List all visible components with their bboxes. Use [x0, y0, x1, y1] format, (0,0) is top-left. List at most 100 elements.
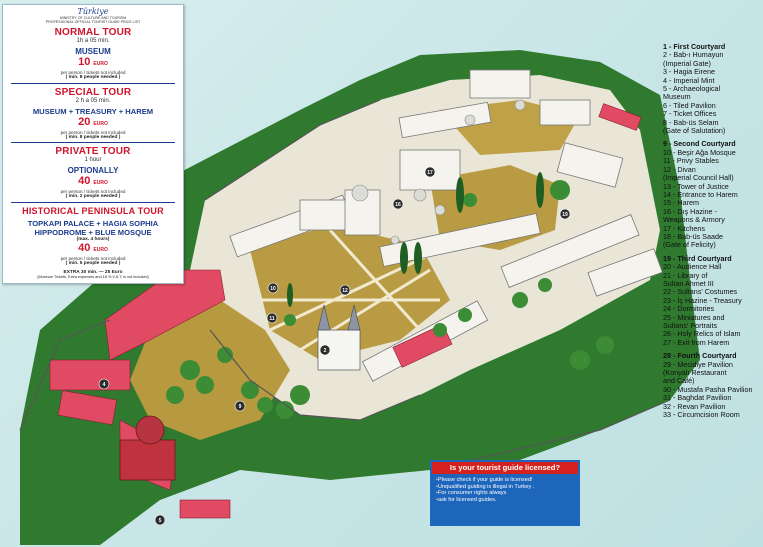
legend-item: 24 - Dormitories [663, 304, 715, 314]
treasury-label: MUSEUM + TREASURY + HAREM [32, 106, 154, 116]
legend-item: 23 - İç Hazine - Treasury [663, 295, 742, 305]
legend-item: 12 - Divan [663, 164, 696, 174]
marker-10-label: 10 [270, 286, 276, 292]
marker-19 [559, 208, 571, 220]
legend-item: 2 - Bab-ı Humayun [663, 50, 724, 60]
warning-line: For consumer rights always [436, 490, 534, 497]
optionally-need: ( min. 2 people needed ) [65, 194, 121, 199]
hagia-eirene [119, 415, 176, 481]
marker-16 [392, 198, 404, 210]
marker-4 [98, 378, 110, 390]
divider [11, 142, 175, 143]
optionally-label: OPTIONALLY [67, 166, 119, 175]
legend-item: (Konyalı Restaurant [663, 368, 727, 378]
museum-need: ( min. 8 people needed ) [65, 75, 121, 80]
legend-item: 10 - Beşir Ağa Mosque [663, 147, 736, 157]
legend-item: 7 - Ticket Offices [663, 109, 717, 119]
legend: 1 - First Courtyard 2 - Bab-ı Humayun (I… [663, 42, 763, 420]
legend-item: 11 - Privy Stables [663, 156, 719, 166]
legend-item: 14 - Entrance to Harem [663, 189, 738, 199]
legend-item: 26 - Holy Relics of Islam [663, 329, 741, 339]
special-tour-title: SPECIAL TOUR [54, 86, 132, 98]
normal-tour-title: NORMAL TOUR [54, 27, 132, 38]
legend-item: 13 - Tower of Justice [663, 181, 729, 191]
warning-line: Unqualified guiding is illegal in Turkey… [436, 484, 534, 491]
legend-item: 16 - Dış Hazine - [663, 206, 717, 216]
marker-9 [234, 400, 246, 412]
warning-line: ask for licensed guides. [436, 497, 534, 504]
marker-12 [339, 284, 351, 296]
legend-item: 32 - Revan Pavilion [663, 401, 726, 411]
legend-item: (Imperial Gate) [663, 58, 711, 68]
map-markers [98, 166, 571, 526]
legend-heading-first: 1 - First Courtyard [663, 42, 726, 51]
warning-line: Please check if your guide is licensed! [436, 477, 534, 484]
extra-time: EXTRA 30 min. — 25 Euro [63, 269, 123, 275]
historical-line-2: HIPPODROME + BLUE MOSQUE [34, 227, 152, 237]
legend-heading-third: 19 - Third Courtyard [663, 253, 732, 263]
normal-tour-duration: 1h a 05 min. [76, 38, 110, 44]
historical-need: ( min. 5 people needed ) [65, 261, 121, 266]
optionally-note: per person / tickets not included [60, 189, 126, 194]
legend-heading-fourth: 28 - Fourth Courtyard [663, 351, 737, 361]
marker-11 [266, 312, 278, 324]
divider [11, 201, 175, 203]
legend-item: 29 - Mecidiye Pavilion [663, 359, 733, 369]
museum-price: 10 EURO [78, 56, 108, 68]
legend-item: (Gate of Salutation) [663, 126, 726, 136]
optionally-price: 40 EURO [78, 175, 108, 187]
legend-item: 31 - Baghdat Pavilion [663, 393, 732, 403]
legend-item: Sultans' Portraits [663, 321, 718, 330]
legend-item: Museum [663, 92, 691, 102]
legend-item: 21 - Library of [663, 270, 708, 280]
marker-9-label: 9 [239, 404, 242, 410]
first-courtyard [130, 300, 290, 440]
treasury-need: ( min. 8 people needed ) [65, 134, 121, 140]
treasury-note: per person / tickets not included [60, 129, 126, 135]
ministry-logo: Türkiye [77, 7, 109, 16]
marker-11-label: 11 [269, 316, 275, 322]
treasury-price: 20 EURO [78, 115, 108, 128]
marker-12-label: 12 [342, 288, 348, 294]
historical-price: 40 EURO [78, 242, 108, 254]
licensed-guide-warning: Is your tourist guide licensed? Please c… [430, 460, 580, 526]
legend-item: 25 - Miniatures and [663, 312, 725, 322]
legend-item: 3 - Hagia Eirene [663, 67, 715, 77]
legend-item: 18 - Bab-üs Saade [663, 231, 723, 241]
legend-item: 33 - Circumcision Room [663, 410, 740, 420]
marker-4-label: 4 [103, 382, 106, 388]
divider [11, 82, 175, 84]
legend-item: 5 - Archaeological [663, 84, 721, 94]
marker-17-label: 17 [427, 170, 433, 176]
legend-item: 30 - Mustafa Pasha Pavilion [663, 384, 753, 394]
legend-item: 8 - Bab-üs Selam [663, 117, 719, 127]
legend-item: and Café) [663, 376, 695, 386]
museum-note: per person / tickets not included [60, 70, 126, 75]
marker-19-label: 19 [562, 212, 568, 218]
header-line-1: MINISTRY OF CULTURE AND TOURISM [59, 16, 127, 20]
private-tour-title: PRIVATE TOUR [55, 146, 131, 157]
marker-2 [319, 344, 331, 356]
marker-5-label: 5 [159, 518, 162, 524]
historical-duration: (max. 4 hours) [76, 236, 110, 242]
legend-item: Weapons & Armory [663, 215, 725, 225]
legend-item: 17 - Kitchens [663, 223, 705, 233]
marker-16-label: 16 [395, 202, 401, 208]
legend-item: 4 - Imperial Mint [663, 75, 715, 85]
museum-label: MUSEUM [75, 47, 111, 56]
header-line-2: PROFESSIONAL OFFICIAL TOURIST GUIDE PRIC… [45, 20, 141, 24]
legend-item: 27 - Exit from Harem [663, 337, 730, 347]
legend-item: Sultan Ahmet III [663, 278, 714, 288]
marker-10 [267, 282, 279, 294]
special-tour-duration: 2 h a 05 min. [75, 97, 111, 104]
legend-item: (Gate of Felicity) [663, 240, 716, 250]
warning-title: Is your tourist guide licensed? [432, 462, 578, 474]
legend-item: (Imperial Council Hall) [663, 173, 734, 183]
historical-tour-title: HISTORICAL PENINSULA TOUR [22, 205, 164, 216]
legend-item: 20 - Audience Hall [663, 262, 722, 272]
legend-item: 15 - Harem [663, 198, 699, 208]
marker-5 [154, 514, 166, 526]
price-panel: Türkiye MINISTRY OF CULTURE AND TOURISM … [2, 4, 184, 284]
